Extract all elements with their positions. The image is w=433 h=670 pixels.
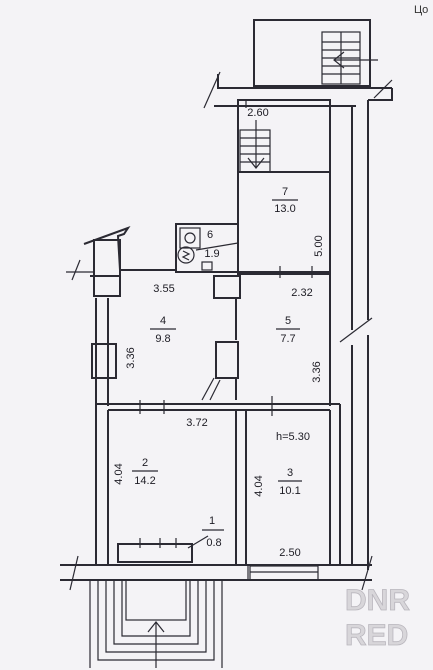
room-3-area: 10.1 [279,485,300,497]
dim-room3-depth: 4.04 [253,475,265,496]
stair-arrow-icon [333,51,378,69]
middle-rooms-walls [90,269,331,406]
left-entry [66,226,131,297]
room-7-walls [237,105,331,275]
dim-room7-height: 5.00 [313,235,325,256]
room-1-number: 1 [209,515,215,527]
dim-room5-depth: 3.36 [311,361,323,382]
room-3-number: 3 [287,467,293,479]
room-2-area: 14.2 [134,475,155,487]
entrance-arrow-icon [147,621,165,668]
room-2-number: 2 [142,457,148,469]
watermark-line-1: DNR [345,584,410,617]
lower-rooms-walls [95,396,341,565]
dim-room3-width: 2.50 [279,547,300,559]
dimension-ticks [139,100,313,580]
room-4-number: 4 [160,315,166,327]
room-5-area: 7.7 [280,333,295,345]
room-7-number: 7 [282,186,288,198]
vestibule-and-facade [60,535,373,591]
dim-room4-depth: 3.36 [125,347,137,368]
corner-text: Цо [414,4,428,16]
top-stair-block [253,19,371,87]
dim-ceiling-height: h=5.30 [276,431,310,443]
dim-room2-width: 3.72 [186,417,207,429]
room-1-area: 0.8 [206,537,221,549]
dim-stair-top: 2.60 [247,107,268,119]
watermark-line-2: RED [345,619,408,652]
room-7-area: 13.0 [274,203,295,215]
room-6-area: 1.9 [204,248,219,260]
dim-room4-width: 3.55 [153,283,174,295]
dim-room5-width: 2.32 [291,287,312,299]
room-4-area: 9.8 [155,333,170,345]
dim-room2-depth: 4.04 [113,463,125,484]
outer-walls [203,71,393,570]
room-5-number: 5 [285,315,291,327]
room-6-number: 6 [207,229,213,241]
